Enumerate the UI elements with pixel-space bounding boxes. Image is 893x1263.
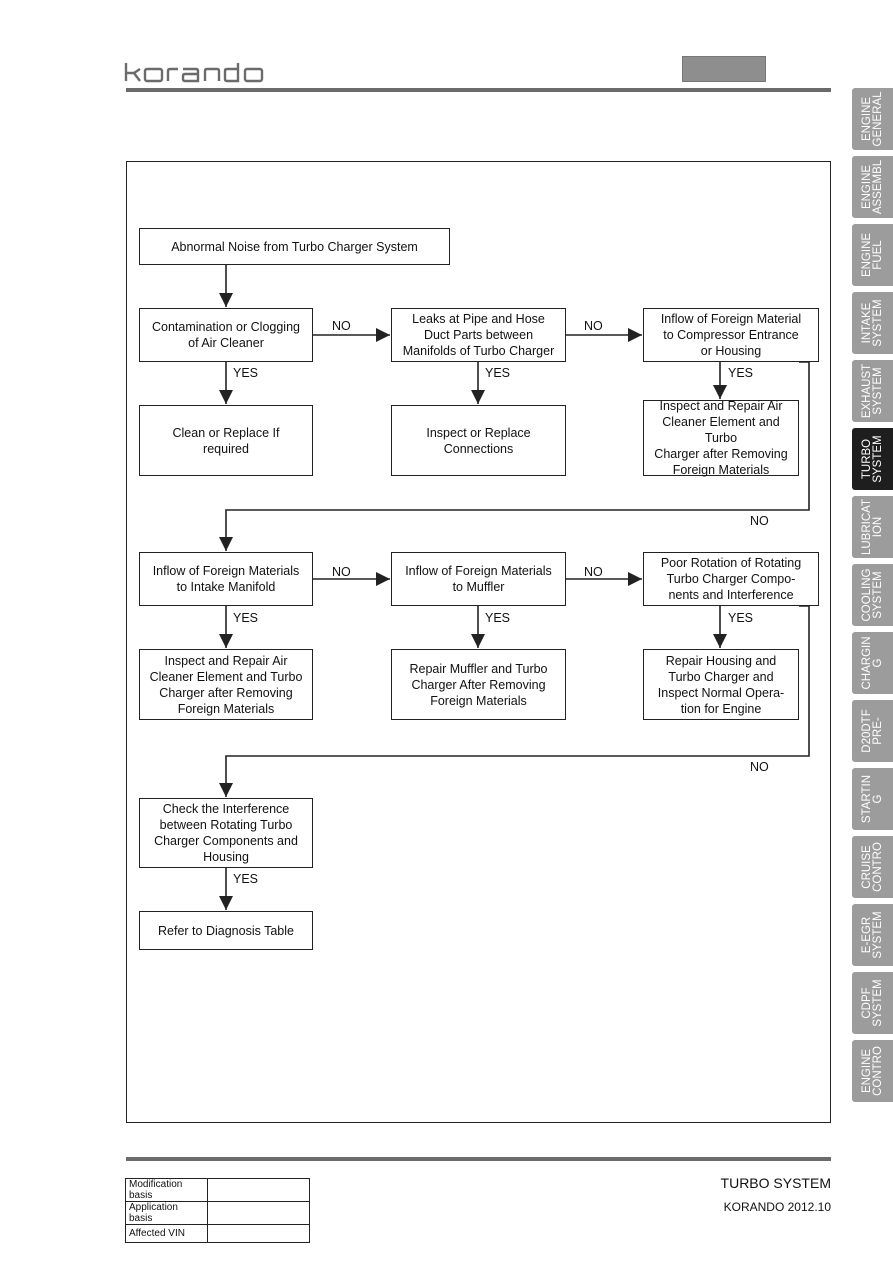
- application-basis-value: [207, 1201, 310, 1225]
- application-basis-label: Application basis: [125, 1201, 208, 1225]
- modification-basis-value: [207, 1178, 310, 1202]
- table-row: Affected VIN: [125, 1224, 310, 1243]
- tab-lubrication[interactable]: LUBRICAT ION: [852, 496, 893, 558]
- header-page-box: [682, 56, 766, 82]
- start-box: Abnormal Noise from Turbo Charger System: [139, 228, 450, 265]
- footer-rule: [126, 1157, 831, 1161]
- tab-engine-control[interactable]: ENGINE CONTRO: [852, 1040, 893, 1102]
- korando-logo: [124, 63, 264, 83]
- footer-section-title: TURBO SYSTEM: [720, 1175, 831, 1191]
- yes-label: YES: [728, 366, 754, 380]
- action-box-repair-housing: Repair Housing and Turbo Charger and Ins…: [643, 649, 799, 720]
- yes-label: YES: [233, 611, 259, 625]
- check-box-compressor: Inflow of Foreign Material to Compressor…: [643, 308, 819, 362]
- no-label: NO: [750, 514, 769, 528]
- tab-e-egr-system[interactable]: E-EGR SYSTEM: [852, 904, 893, 966]
- tab-engine-fuel[interactable]: ENGINE FUEL: [852, 224, 893, 286]
- arrow-r2c3-no: [219, 605, 810, 797]
- no-label: NO: [584, 319, 603, 333]
- tab-engine-assembly[interactable]: ENGINE ASSEMBL: [852, 156, 893, 218]
- check-box-intake-manifold: Inflow of Foreign Materials to Intake Ma…: [139, 552, 313, 606]
- action-box-inspect-connections: Inspect or Replace Connections: [391, 405, 566, 476]
- flowchart-frame: [126, 161, 831, 1123]
- tab-engine-general[interactable]: ENGINE GENERAL: [852, 88, 893, 150]
- tab-cruise-control[interactable]: CRUISE CONTRO: [852, 836, 893, 898]
- tab-cooling-system[interactable]: COOLING SYSTEM: [852, 564, 893, 626]
- footer-model-date: KORANDO 2012.10: [723, 1200, 831, 1214]
- action-box-diagnosis-table: Refer to Diagnosis Table: [139, 911, 313, 950]
- check-box-air-cleaner: Contamination or Clogging of Air Cleaner: [139, 308, 313, 362]
- no-label: NO: [332, 319, 351, 333]
- arrow-r1c3-no: [219, 361, 810, 551]
- action-box-repair-muffler: Repair Muffler and Turbo Charger After R…: [391, 649, 566, 720]
- no-label: NO: [332, 565, 351, 579]
- tab-starting[interactable]: STARTIN G: [852, 768, 893, 830]
- check-box-interference: Check the Interference between Rotating …: [139, 798, 313, 868]
- table-row: Application basis: [125, 1201, 310, 1225]
- action-box-repair-intake: Inspect and Repair Air Cleaner Element a…: [139, 649, 313, 720]
- tab-turbo-system[interactable]: TURBO SYSTEM: [852, 428, 893, 490]
- affected-vin-value: [207, 1224, 310, 1243]
- affected-vin-label: Affected VIN: [125, 1224, 208, 1243]
- check-box-poor-rotation: Poor Rotation of Rotating Turbo Charger …: [643, 552, 819, 606]
- check-box-leaks: Leaks at Pipe and Hose Duct Parts betwee…: [391, 308, 566, 362]
- yes-label: YES: [728, 611, 754, 625]
- tab-cdpf-system[interactable]: CDPF SYSTEM: [852, 972, 893, 1034]
- header-rule: [126, 88, 831, 92]
- action-box-clean-replace: Clean or Replace If required: [139, 405, 313, 476]
- no-label: NO: [584, 565, 603, 579]
- action-box-repair-compressor: Inspect and Repair Air Cleaner Element a…: [643, 399, 799, 477]
- tab-intake-system[interactable]: INTAKE SYSTEM: [852, 292, 893, 354]
- tab-charging[interactable]: CHARGIN G: [852, 632, 893, 694]
- yes-label: YES: [485, 611, 511, 625]
- tab-exhaust-system[interactable]: EXHAUST SYSTEM: [852, 360, 893, 422]
- tab-d20dtf-pre[interactable]: D20DTF PRE-: [852, 700, 893, 762]
- yes-label: YES: [233, 872, 259, 886]
- yes-label: YES: [485, 366, 511, 380]
- no-label: NO: [750, 760, 769, 774]
- table-row: Modification basis: [125, 1178, 310, 1202]
- check-box-muffler: Inflow of Foreign Materials to Muffler: [391, 552, 566, 606]
- modification-basis-label: Modification basis: [125, 1178, 208, 1202]
- modification-table: Modification basis Application basis Aff…: [125, 1178, 310, 1243]
- yes-label: YES: [233, 366, 259, 380]
